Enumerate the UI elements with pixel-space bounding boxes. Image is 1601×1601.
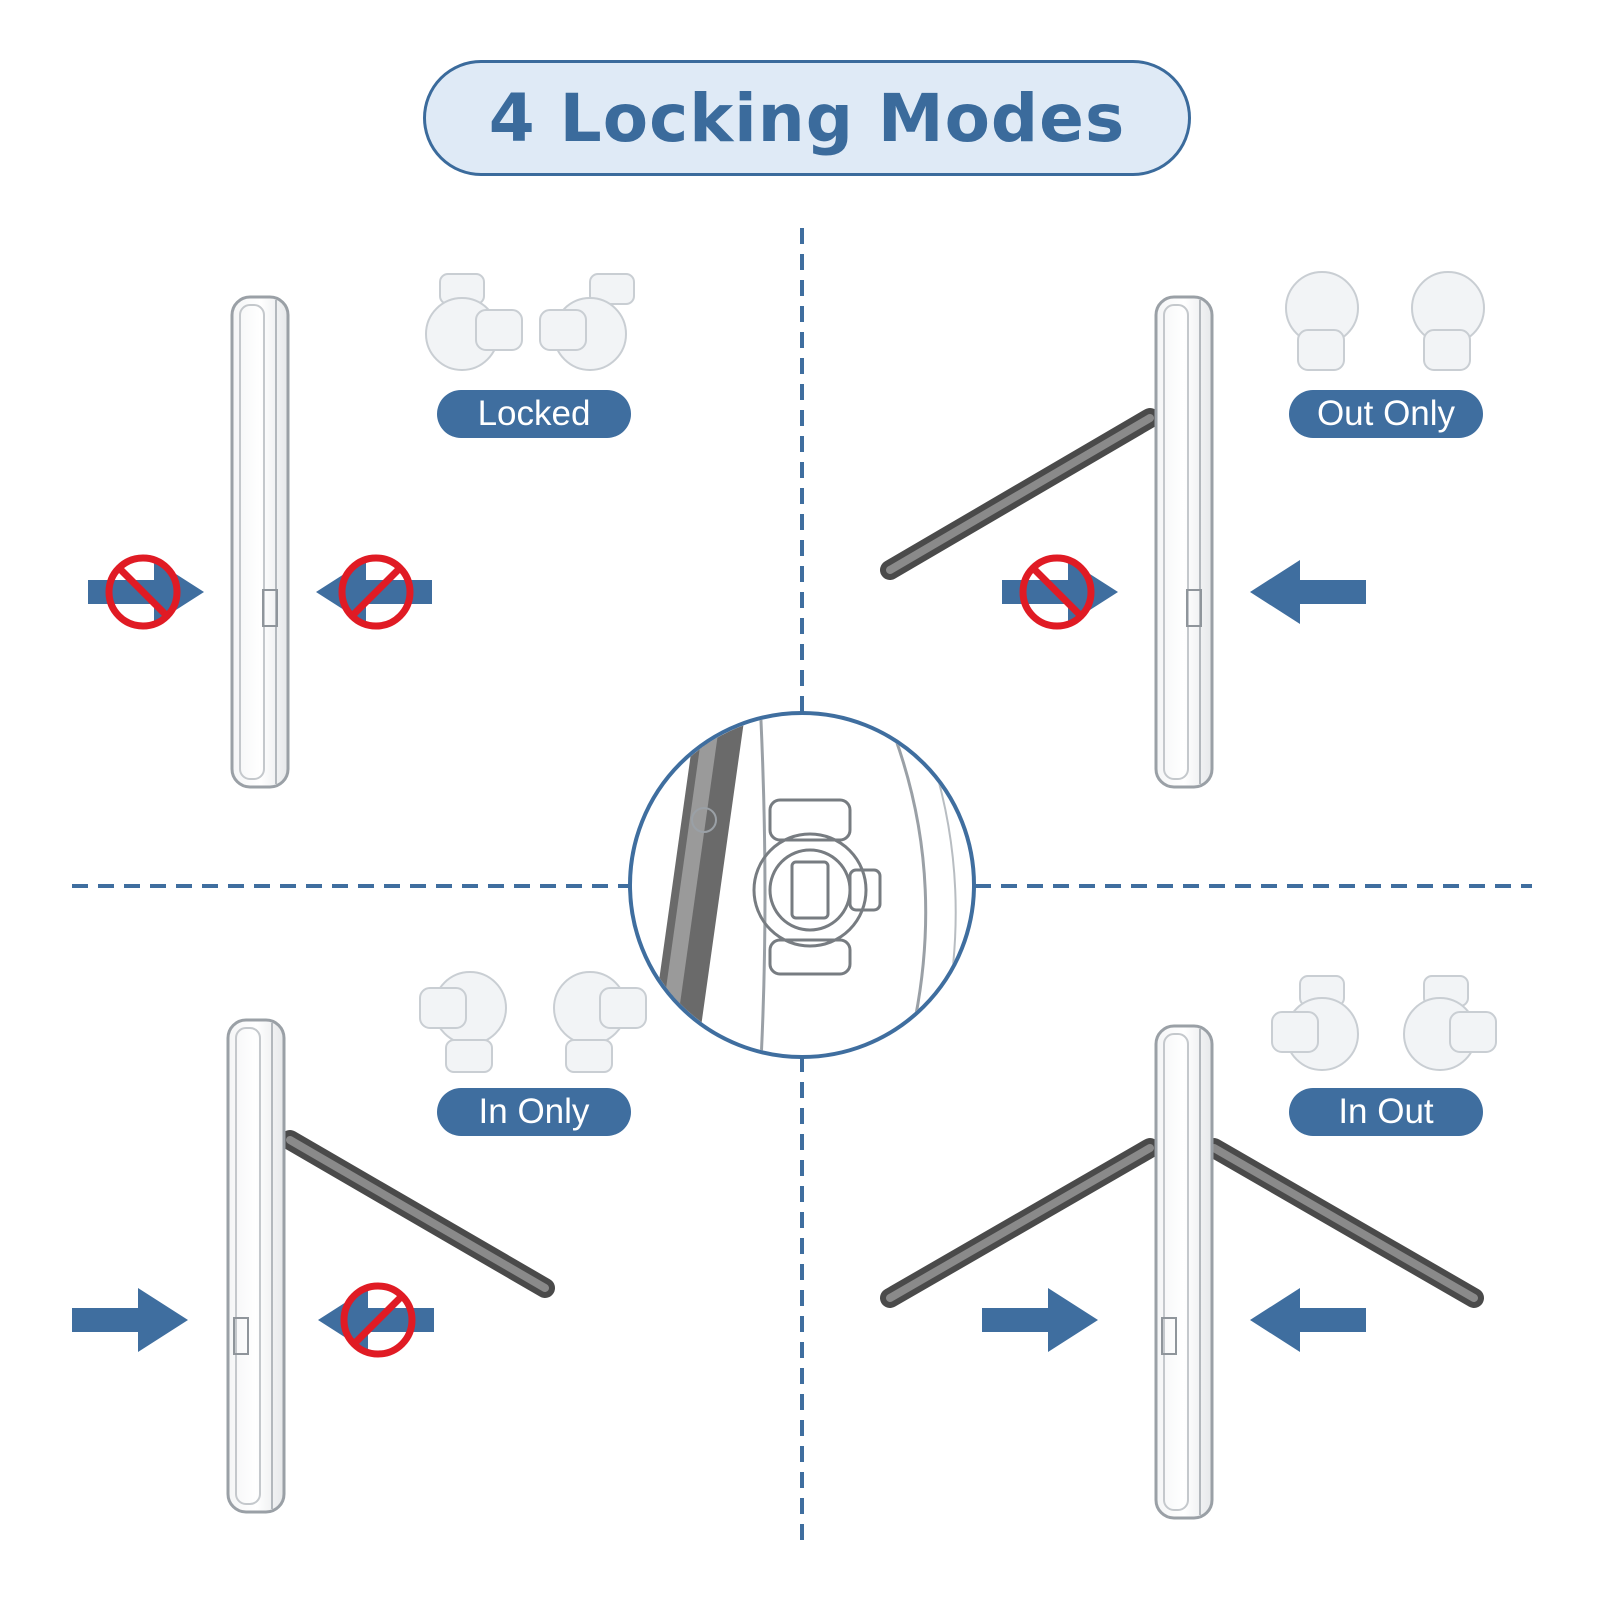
prohibited-icon [1019, 554, 1095, 630]
lock-clip-icon [419, 971, 647, 1073]
mode-label-text: In Only [478, 1092, 590, 1131]
mode-out-only-illustration [880, 271, 1485, 789]
mode-label-text: In Out [1338, 1092, 1434, 1131]
lock-clip-icon [1285, 271, 1485, 371]
mode-label-text: Locked [477, 394, 591, 433]
lock-clip-icon [752, 798, 882, 976]
mode-label-locked: Locked [437, 390, 631, 438]
prohibited-icon [105, 554, 181, 630]
page-title: 4 Locking Modes [488, 79, 1126, 157]
mode-in-out-illustration [880, 975, 1497, 1520]
kickstand [880, 408, 1160, 580]
divider-lines [72, 228, 1532, 1548]
mode-label-text: Out Only [1316, 394, 1456, 433]
mode-label-in-out: In Out [1289, 1088, 1483, 1136]
phone-case-side [230, 295, 290, 789]
kickstand [280, 1130, 555, 1298]
lock-clip-icon [425, 273, 635, 371]
magnifier-circle [628, 711, 976, 1059]
prohibited-icon [340, 1282, 416, 1358]
mode-locked-illustration [88, 273, 635, 789]
mode-label-out-only: Out Only [1289, 390, 1483, 438]
arrow-left-icon [1250, 1288, 1366, 1352]
title-banner: 4 Locking Modes [423, 60, 1191, 176]
prohibited-icon [338, 554, 414, 630]
phone-case-side [226, 1018, 286, 1514]
mode-label-in-only: In Only [437, 1088, 631, 1136]
arrow-right-icon [982, 1288, 1098, 1352]
arrow-right-icon [72, 1288, 188, 1352]
lock-clip-icon [1271, 975, 1497, 1071]
phone-case-side [1154, 1024, 1214, 1520]
arrow-left-icon [1250, 560, 1366, 624]
kickstand [880, 1138, 1484, 1308]
mode-in-only-illustration [72, 971, 647, 1514]
phone-case-side [1154, 295, 1214, 789]
